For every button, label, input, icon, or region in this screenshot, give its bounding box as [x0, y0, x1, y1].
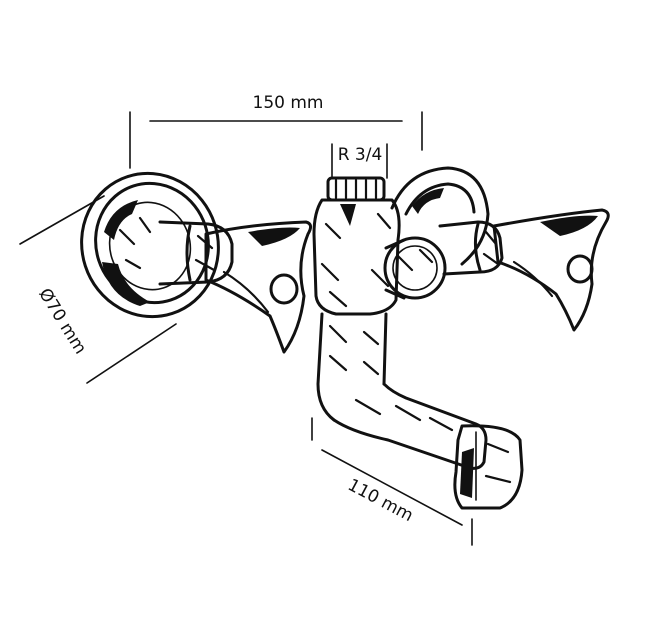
left-wall-flange	[80, 171, 220, 319]
right-lever-handle	[492, 208, 610, 332]
right-wall-flange	[390, 166, 490, 266]
right-handle-hole	[566, 254, 594, 284]
thread-connector	[326, 176, 386, 202]
spout-dimension-line	[321, 449, 463, 526]
thread-label: R 3/4	[338, 145, 383, 165]
diverter-knob	[383, 236, 447, 300]
left-lever-handle	[204, 220, 313, 354]
left-handle-hole	[269, 273, 299, 305]
right-arm	[438, 220, 504, 276]
spout-label: 110 mm	[344, 475, 416, 526]
spout	[316, 312, 524, 510]
dimension-lines	[19, 111, 473, 546]
flange-extension-bottom	[86, 323, 177, 384]
flange-label: Ø70 mm	[34, 285, 90, 358]
flange-extension-top	[19, 195, 105, 245]
width-label: 150 mm	[253, 93, 324, 113]
central-body	[312, 198, 401, 316]
